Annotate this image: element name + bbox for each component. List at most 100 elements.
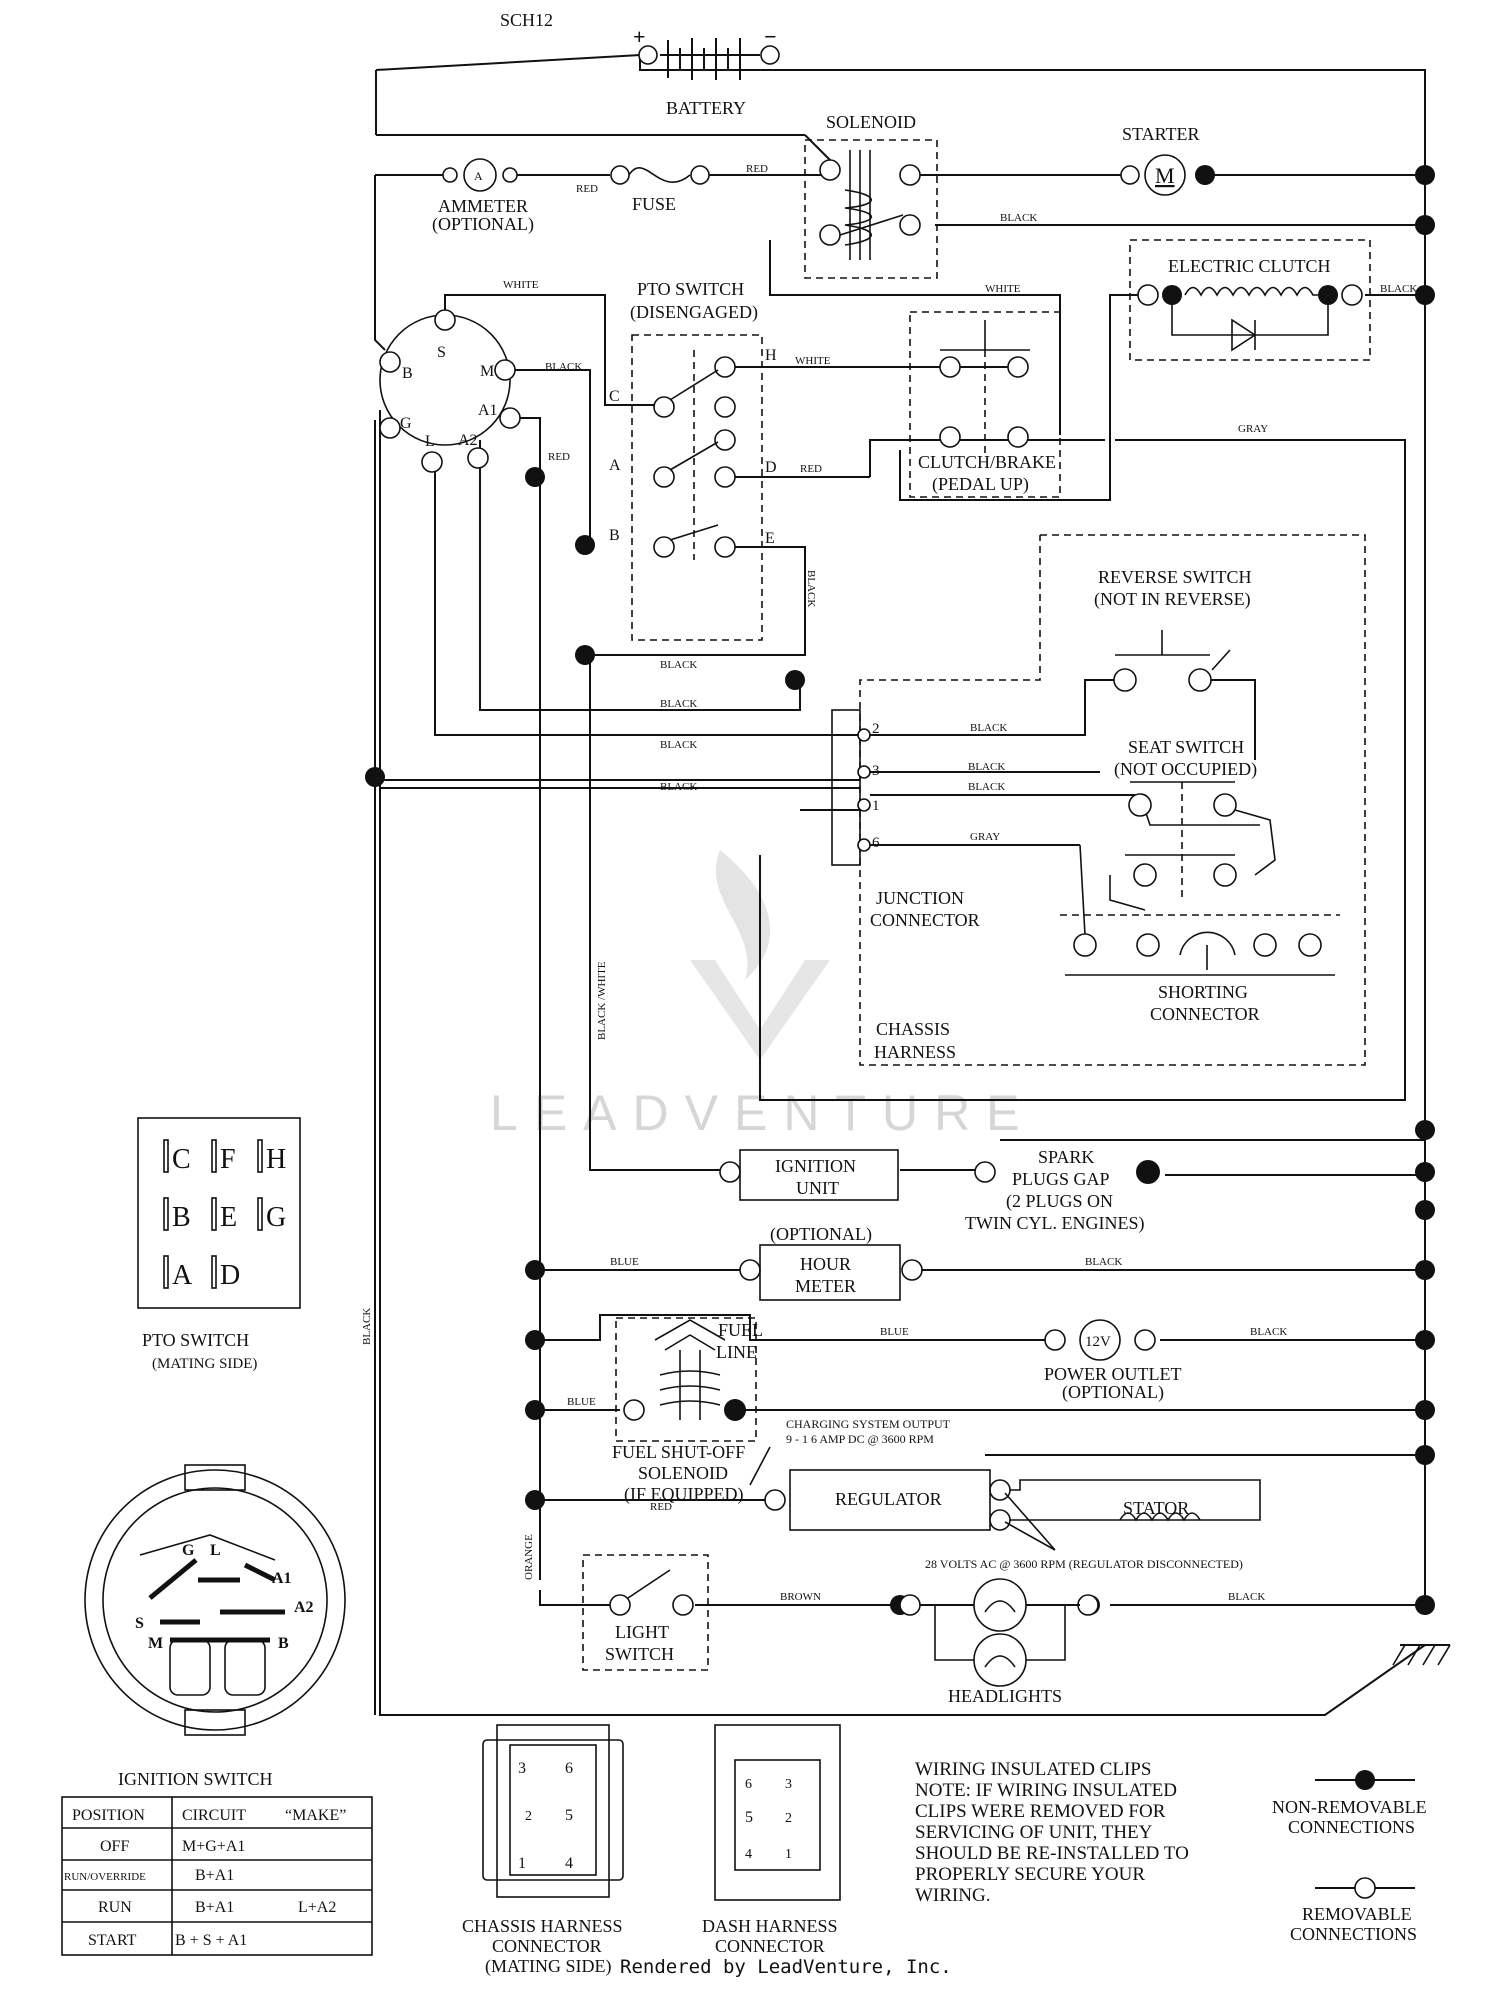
svg-text:RUN/OVERRIDE: RUN/OVERRIDE bbox=[64, 1871, 146, 1883]
svg-text:4: 4 bbox=[565, 1855, 573, 1872]
svg-text:RED: RED bbox=[800, 463, 822, 475]
svg-text:G: G bbox=[400, 415, 412, 432]
hour-meter-label-2: METER bbox=[795, 1276, 856, 1296]
watermark-text: LEADVENTURE bbox=[490, 1085, 1036, 1141]
regulator: CHARGING SYSTEM OUTPUT 9 - 1 6 AMP DC @ … bbox=[749, 1417, 1261, 1571]
reverse-switch: REVERSE SWITCH (NOT IN REVERSE) bbox=[1094, 567, 1252, 692]
legend: NON-REMOVABLE CONNECTIONS REMOVABLE CONN… bbox=[1272, 1770, 1427, 1944]
junction-dots bbox=[365, 165, 1435, 1615]
legend-removable-2: CONNECTIONS bbox=[1290, 1924, 1417, 1944]
junction-connector-label: JUNCTION bbox=[876, 888, 964, 908]
dash-connector-label: DASH HARNESS bbox=[702, 1916, 838, 1936]
svg-text:CLIPS WERE REMOVED FOR: CLIPS WERE REMOVED FOR bbox=[915, 1801, 1166, 1822]
svg-text:SHOULD BE RE-INSTALLED TO: SHOULD BE RE-INSTALLED TO bbox=[915, 1843, 1189, 1864]
svg-text:M+G+A1: M+G+A1 bbox=[182, 1838, 245, 1855]
svg-text:POSITION: POSITION bbox=[72, 1807, 145, 1824]
battery-plus: + bbox=[633, 24, 646, 49]
svg-text:E: E bbox=[220, 1202, 237, 1233]
svg-text:BLACK: BLACK bbox=[660, 698, 697, 710]
ignition-switch-title: IGNITION SWITCH bbox=[118, 1769, 272, 1789]
ignition-unit-label: IGNITION bbox=[775, 1156, 856, 1176]
svg-text:GRAY: GRAY bbox=[1238, 423, 1268, 435]
pto-switch-label: PTO SWITCH bbox=[637, 279, 744, 299]
svg-text:A1: A1 bbox=[478, 402, 498, 419]
pto-mating-title: PTO SWITCH bbox=[142, 1330, 249, 1350]
svg-text:H: H bbox=[266, 1144, 286, 1175]
footer-credit: Rendered by LeadVenture, Inc. bbox=[620, 1956, 952, 1978]
hour-meter-optional: (OPTIONAL) bbox=[770, 1224, 872, 1245]
svg-text:A: A bbox=[609, 457, 621, 474]
svg-text:BLACK: BLACK bbox=[968, 781, 1005, 793]
svg-text:A2: A2 bbox=[294, 1599, 314, 1616]
svg-text:BROWN: BROWN bbox=[780, 1591, 821, 1603]
svg-text:WIRING INSULATED CLIPS: WIRING INSULATED CLIPS bbox=[915, 1759, 1151, 1780]
svg-text:S: S bbox=[437, 344, 446, 361]
electric-clutch: ELECTRIC CLUTCH bbox=[1129, 239, 1371, 361]
svg-text:BLACK: BLACK bbox=[1000, 212, 1037, 224]
ground-symbol bbox=[1392, 1644, 1451, 1666]
svg-text:D: D bbox=[765, 459, 777, 476]
svg-text:CIRCUIT: CIRCUIT bbox=[182, 1807, 246, 1824]
headlights-label: HEADLIGHTS bbox=[948, 1686, 1062, 1706]
pto-mating-subtitle: (MATING SIDE) bbox=[152, 1356, 257, 1372]
seat-switch: SEAT SWITCH (NOT OCCUPIED) bbox=[1114, 737, 1257, 900]
fuse: FUSE bbox=[610, 165, 710, 214]
svg-text:S: S bbox=[135, 1615, 144, 1632]
ignition-table: POSITION CIRCUIT “MAKE” OFF M+G+A1 RUN/O… bbox=[61, 1796, 373, 1956]
svg-text:A1: A1 bbox=[272, 1570, 292, 1587]
ammeter-label: AMMETER bbox=[438, 196, 528, 216]
spark-label-2: PLUGS GAP bbox=[1012, 1169, 1110, 1189]
clutch-brake-state: (PEDAL UP) bbox=[932, 474, 1029, 495]
charging-output-label: CHARGING SYSTEM OUTPUT bbox=[786, 1417, 951, 1431]
dash-harness-connector: 6 3 5 2 4 1 DASH HARNESS CONNECTOR bbox=[702, 1724, 841, 1956]
shorting-connector: SHORTING CONNECTOR bbox=[1060, 914, 1340, 1024]
shorting-connector-label-2: CONNECTOR bbox=[1150, 1004, 1260, 1024]
svg-text:BLACK: BLACK bbox=[660, 739, 697, 751]
seat-switch-state: (NOT OCCUPIED) bbox=[1114, 759, 1257, 780]
svg-text:BLACK: BLACK bbox=[545, 361, 582, 373]
power-outlet-label: POWER OUTLET bbox=[1044, 1364, 1181, 1384]
svg-text:B: B bbox=[172, 1202, 191, 1233]
svg-text:BLACK: BLACK bbox=[1085, 1256, 1122, 1268]
svg-text:6: 6 bbox=[872, 835, 880, 851]
svg-text:G: G bbox=[182, 1542, 195, 1559]
svg-text:L: L bbox=[210, 1542, 221, 1559]
solenoid: SOLENOID bbox=[804, 112, 938, 279]
stator-label: STATOR bbox=[1123, 1498, 1189, 1518]
hour-meter-label: HOUR bbox=[800, 1254, 851, 1274]
svg-text:6: 6 bbox=[565, 1760, 573, 1777]
wiring-note: WIRING INSULATED CLIPS NOTE: IF WIRING I… bbox=[915, 1759, 1189, 1906]
seat-switch-label: SEAT SWITCH bbox=[1128, 737, 1244, 757]
svg-text:OFF: OFF bbox=[100, 1838, 129, 1855]
spark-plugs: SPARK PLUGS GAP (2 PLUGS ON TWIN CYL. EN… bbox=[965, 1147, 1160, 1234]
clutch-brake-switch: CLUTCH/BRAKE (PEDAL UP) bbox=[909, 311, 1061, 498]
pto-mating-diagram: C F H B E G A D PTO SWITCH (MATING SIDE) bbox=[137, 1117, 301, 1372]
power-outlet-optional: (OPTIONAL) bbox=[1062, 1382, 1164, 1403]
reverse-switch-state: (NOT IN REVERSE) bbox=[1094, 589, 1251, 610]
svg-text:B + S + A1: B + S + A1 bbox=[175, 1932, 247, 1949]
svg-text:2: 2 bbox=[785, 1811, 792, 1826]
svg-text:1: 1 bbox=[872, 798, 880, 814]
svg-text:BLUE: BLUE bbox=[880, 1326, 909, 1338]
svg-text:3: 3 bbox=[518, 1760, 526, 1777]
svg-text:BLACK: BLACK bbox=[1228, 1591, 1265, 1603]
fuel-shutoff-solenoid: FUEL LINE FUEL SHUT-OFF SOLENOID (IF EQU… bbox=[612, 1317, 763, 1505]
svg-text:B: B bbox=[609, 527, 620, 544]
svg-text:4: 4 bbox=[745, 1847, 752, 1862]
svg-text:B+A1: B+A1 bbox=[195, 1867, 234, 1884]
svg-text:5: 5 bbox=[745, 1809, 753, 1826]
power-outlet: 12V POWER OUTLET (OPTIONAL) bbox=[1044, 1319, 1181, 1403]
solenoid-label: SOLENOID bbox=[826, 112, 916, 132]
pto-switch: C H A D B E PTO SWITCH (DISENGAGED) bbox=[609, 279, 777, 641]
svg-text:START: START bbox=[88, 1932, 137, 1949]
charging-output-spec: 9 - 1 6 AMP DC @ 3600 RPM bbox=[786, 1432, 934, 1446]
svg-text:NOTE: IF WIRING INSULATED: NOTE: IF WIRING INSULATED bbox=[915, 1780, 1177, 1801]
battery-minus: − bbox=[764, 24, 777, 49]
regulator-label: REGULATOR bbox=[835, 1489, 942, 1509]
svg-text:RED: RED bbox=[650, 1501, 672, 1513]
spark-label-3: (2 PLUGS ON bbox=[1006, 1191, 1113, 1212]
svg-text:BLACK /WHITE: BLACK /WHITE bbox=[596, 961, 608, 1040]
battery: + − BATTERY bbox=[633, 24, 780, 118]
svg-text:C: C bbox=[609, 388, 620, 405]
